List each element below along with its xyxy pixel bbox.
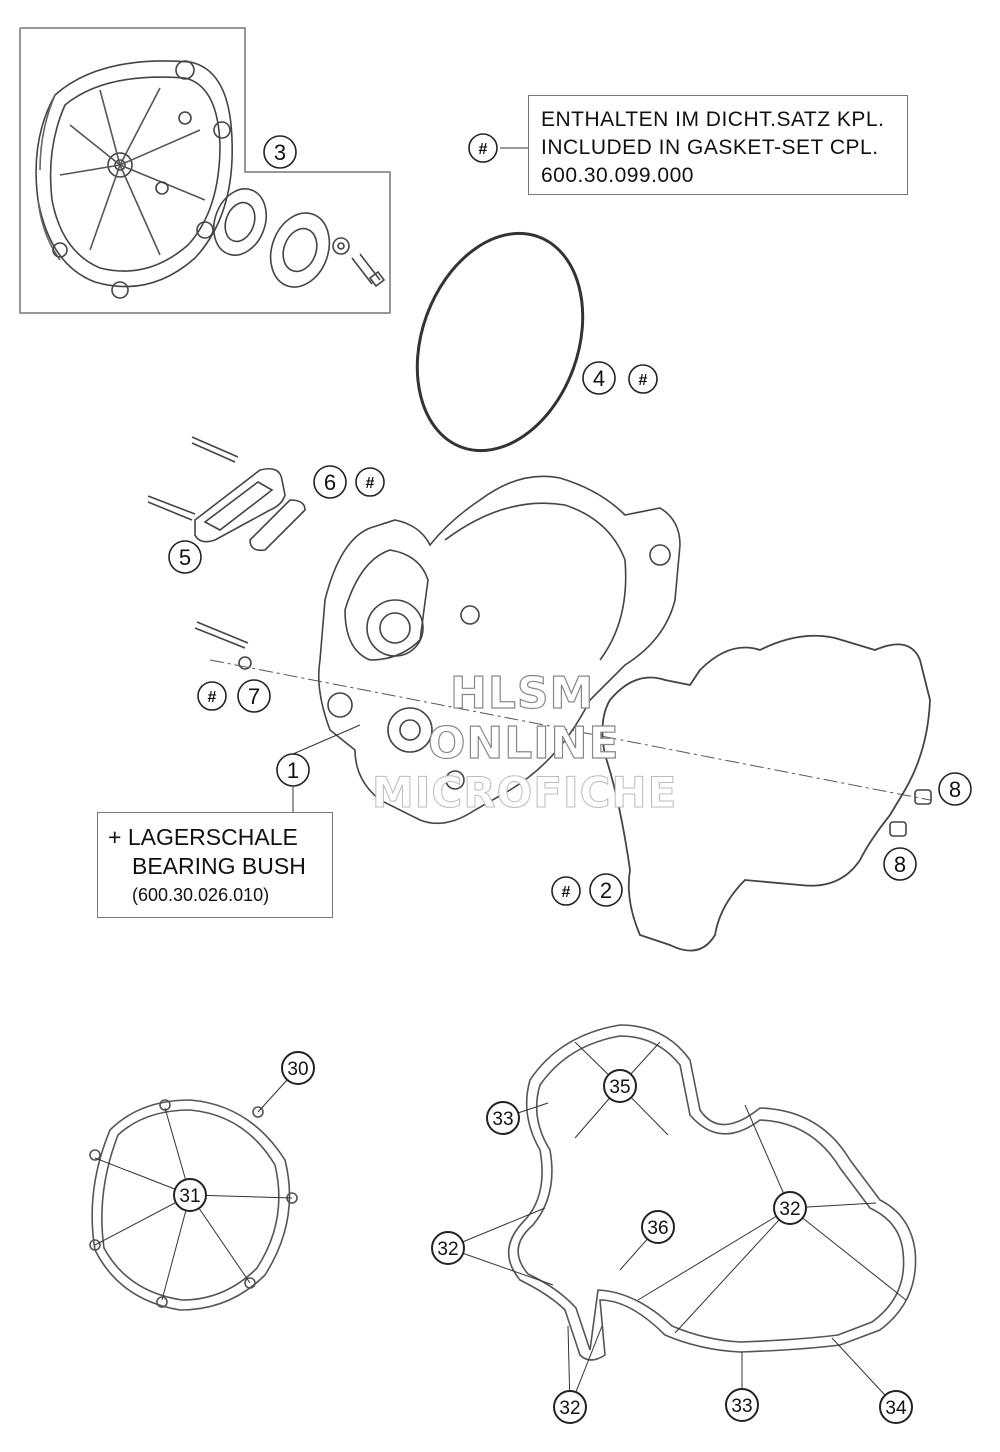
dowel-pins-part — [889, 789, 932, 837]
callout-8b: 8 — [894, 852, 906, 877]
callout-5: 5 — [179, 545, 191, 570]
callout-34-circle — [879, 1390, 913, 1424]
callout-6: 6 — [324, 470, 336, 495]
clutch-cover-part — [35, 60, 234, 299]
callout-32b-circle — [431, 1231, 465, 1265]
leader-lines-lower — [447, 1041, 907, 1408]
gasket-note-line2: INCLUDED IN GASKET-SET CPL. — [541, 136, 879, 159]
callout-8b-circle — [883, 847, 917, 881]
hash-label-6: # — [366, 475, 375, 492]
watermark-line2: ONLINE — [427, 717, 620, 769]
callout-33a: 33 — [492, 1109, 513, 1130]
hash-label-7: # — [208, 689, 217, 706]
callout-30-circle — [281, 1051, 315, 1085]
callout-33b-circle — [725, 1388, 759, 1422]
callout-7-circle — [237, 679, 271, 713]
leader-lines-upper — [292, 147, 528, 812]
generator-gasket-drawing — [507, 1024, 917, 1361]
callout-32c: 32 — [559, 1398, 580, 1419]
callout-8a: 8 — [949, 777, 961, 802]
hash-callout-4 — [628, 364, 658, 394]
callout-34: 34 — [885, 1398, 907, 1419]
subassembly-frame — [19, 27, 391, 314]
gasket-note-line3: 600.30.099.000 — [541, 164, 694, 187]
alignment-centerline — [209, 659, 931, 801]
bush-note-line1: + LAGERSCHALE — [108, 824, 298, 850]
callout-7: 7 — [248, 684, 260, 709]
generator-cover-part — [194, 475, 681, 825]
callout-2: 2 — [600, 878, 612, 903]
callout-31: 31 — [179, 1186, 200, 1207]
o-ring-part — [415, 231, 585, 453]
callout-30: 30 — [287, 1059, 308, 1080]
hash-callout-6 — [355, 467, 385, 497]
callout-33a-circle — [486, 1101, 520, 1135]
gasket-set-note: ENTHALTEN IM DICHT.SATZ KPL. INCLUDED IN… — [528, 95, 908, 195]
callout-32a-circle — [773, 1191, 807, 1225]
hash-callout-2 — [551, 876, 581, 906]
bush-note-line3: (600.30.026.010) — [132, 885, 270, 905]
bush-note-line2: BEARING BUSH — [132, 853, 306, 879]
watermark-line1: HLSM — [449, 667, 595, 719]
callout-4: 4 — [593, 366, 605, 391]
hash-label-2: # — [562, 884, 571, 901]
callout-8a-circle — [938, 772, 972, 806]
callout-31-circle — [173, 1178, 207, 1212]
water-pump-cover-part — [147, 436, 306, 552]
callout-3-circle — [263, 135, 297, 169]
bearing-bush-note: + LAGERSCHALE BEARING BUSH (600.30.026.0… — [97, 812, 333, 918]
callout-36-circle — [641, 1210, 675, 1244]
hash-callout-note — [468, 133, 498, 163]
callout-2-circle — [589, 873, 623, 907]
callout-33b: 33 — [731, 1396, 752, 1417]
callout-4-circle — [582, 361, 616, 395]
watermark-line3: MICROFICHE — [371, 768, 678, 818]
callout-6-circle — [313, 465, 347, 499]
callout-32c-circle — [553, 1390, 587, 1424]
callout-35-circle — [603, 1069, 637, 1103]
gasket-note-line1: ENTHALTEN IM DICHT.SATZ KPL. — [541, 108, 885, 131]
inspection-cap-part — [212, 188, 386, 288]
cover-gasket-part — [601, 634, 931, 952]
callout-36: 36 — [647, 1218, 668, 1239]
hash-label-4: # — [639, 372, 648, 389]
callout-32a: 32 — [779, 1199, 800, 1220]
hash-label-note: # — [479, 141, 488, 158]
callout-32b: 32 — [437, 1239, 458, 1260]
callout-3: 3 — [274, 140, 286, 165]
callout-1: 1 — [287, 758, 299, 783]
callout-35: 35 — [609, 1077, 630, 1098]
clutch-cover-gasket-drawing — [89, 1099, 298, 1311]
hash-callout-7 — [197, 681, 227, 711]
leader-lines-31 — [94, 1067, 299, 1301]
callout-1-circle — [276, 753, 310, 787]
callout-5-circle — [168, 540, 202, 574]
